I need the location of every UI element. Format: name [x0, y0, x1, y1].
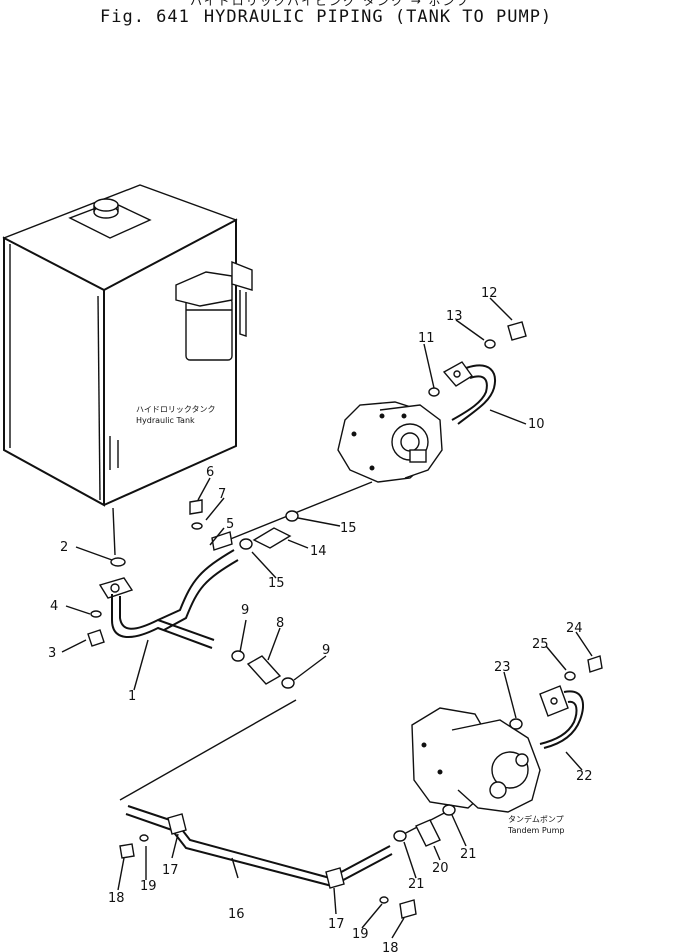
- callout-17a: 17: [162, 863, 179, 878]
- callout-19b: 19: [352, 927, 369, 942]
- suction-pipe-10: [442, 361, 496, 425]
- callout-17b: 17: [328, 917, 345, 932]
- callout-11: 11: [418, 331, 435, 346]
- callout-22: 22: [576, 769, 593, 784]
- suction-pipe-1: [98, 549, 239, 649]
- callout-21b: 21: [460, 847, 477, 862]
- callout-21a: 21: [408, 877, 425, 892]
- callout-14: 14: [310, 544, 327, 559]
- suction-pipe-22: [539, 685, 584, 749]
- callout-23: 23: [494, 660, 511, 675]
- callout-7: 7: [218, 487, 226, 502]
- callout-5: 5: [226, 517, 234, 532]
- hose-14: [252, 527, 292, 549]
- callout-6: 6: [206, 465, 214, 480]
- guide-line-2: [119, 699, 297, 801]
- japanese-title: ハイドロリックパイピング タンク → ポンプ: [190, 0, 471, 8]
- o-rings: [110, 387, 523, 730]
- hose-8: [246, 655, 282, 685]
- callout-10: 10: [528, 417, 545, 432]
- tank-label-jp: ハイドロリックタンク: [136, 405, 216, 414]
- figure-number: Fig. 641: [100, 7, 190, 27]
- callout-9a: 9: [241, 603, 249, 618]
- tank-label-en: Hydraulic Tank: [136, 416, 195, 425]
- callout-9b: 9: [322, 643, 330, 658]
- figure-title: Fig. 641 HYDRAULIC PIPING (TANK TO PUMP): [100, 7, 566, 27]
- callout-12: 12: [481, 286, 498, 301]
- callout-2: 2: [60, 540, 68, 555]
- leader-lines: [61, 297, 593, 939]
- callout-3: 3: [48, 646, 56, 661]
- callout-8: 8: [276, 616, 284, 631]
- callout-20: 20: [432, 861, 449, 876]
- gear-pump: [337, 401, 443, 483]
- callout-18a: 18: [108, 891, 125, 906]
- callout-15b: 15: [340, 521, 357, 536]
- figure-caption: HYDRAULIC PIPING (TANK TO PUMP): [203, 7, 553, 27]
- callout-24: 24: [566, 621, 583, 636]
- tandem-pump: タンデムポンプ Tandem Pump: [411, 707, 565, 835]
- outlet-line: [112, 507, 116, 556]
- callout-4: 4: [50, 599, 58, 614]
- callout-16: 16: [228, 907, 245, 922]
- hose-20: [415, 819, 441, 847]
- callout-19a: 19: [140, 879, 157, 894]
- callout-numbers: 1 2 3 4 5 6 7 8 9 9 10 11 12 13 14 15 15…: [48, 286, 593, 952]
- clamps: [231, 510, 456, 842]
- callout-1: 1: [128, 689, 136, 704]
- pipe-16: [125, 805, 393, 889]
- pump-label-jp: タンデムポンプ: [508, 814, 564, 824]
- callout-25: 25: [532, 637, 549, 652]
- hydraulic-tank: ハイドロリックタンク Hydraulic Tank: [2, 184, 253, 507]
- callout-18b: 18: [382, 941, 399, 952]
- pump-label-en: Tandem Pump: [507, 826, 565, 835]
- callout-13: 13: [446, 309, 463, 324]
- callout-15a: 15: [268, 576, 285, 591]
